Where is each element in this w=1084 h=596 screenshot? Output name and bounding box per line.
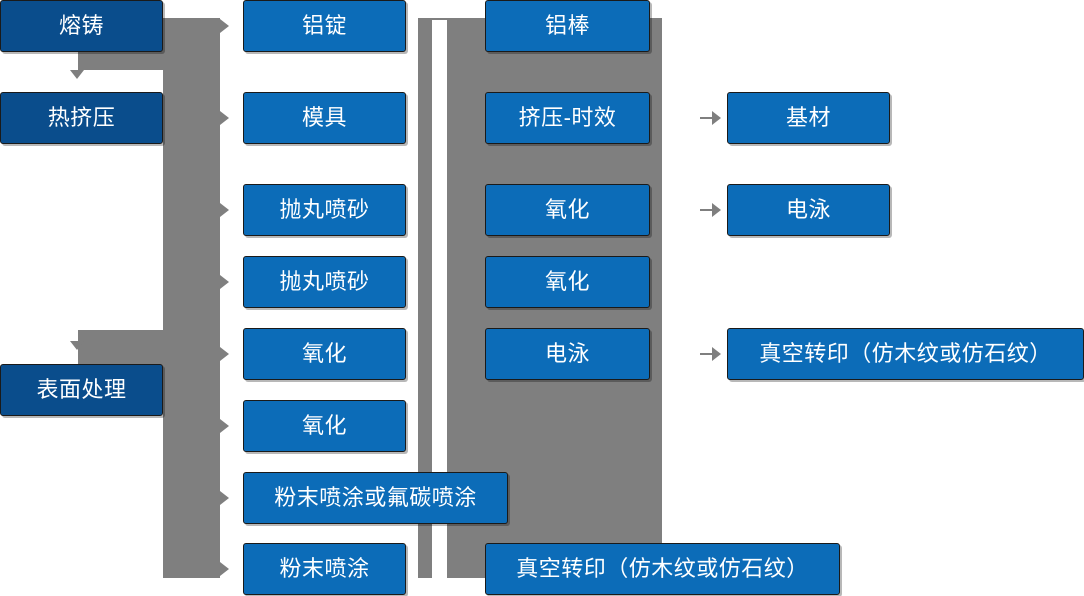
process-box-oxidation-c2-2[interactable]: 氧化	[243, 400, 406, 452]
output-box-base-material[interactable]: 基材	[727, 92, 890, 144]
arrow-right-icon-to-c2-5	[220, 347, 229, 361]
arrow-right-icon-to-c4-1	[712, 111, 721, 125]
arrow-right-icon-to-c2-7	[220, 491, 229, 505]
arrow-stem-to-c4-2	[700, 209, 714, 211]
arrow-stem-to-c4-3	[700, 353, 714, 355]
process-box-oxidation-c3-1[interactable]: 氧化	[485, 184, 650, 236]
stage-box-hot-extrusion[interactable]: 热挤压	[0, 92, 163, 144]
process-box-oxidation-c2-1[interactable]: 氧化	[243, 328, 406, 380]
process-box-shot-blasting-2[interactable]: 抛丸喷砂	[243, 256, 406, 308]
arrow-right-icon-to-c2-2	[220, 111, 229, 125]
arrow-right-icon-to-c4-2	[712, 203, 721, 217]
arrow-right-icon-to-c2-6	[220, 419, 229, 433]
arrow-right-icon-to-c2-4	[220, 275, 229, 289]
process-box-mould[interactable]: 模具	[243, 92, 406, 144]
arrow-down-icon-stage1-stage2	[70, 70, 84, 79]
arrow-stem-to-c4-1	[700, 117, 714, 119]
bracket-tie-1	[432, 18, 447, 21]
arrow-right-icon-to-c2-1	[220, 19, 229, 33]
process-box-vacuum-transfer-print-c3[interactable]: 真空转印（仿木纹或仿石纹）	[485, 543, 840, 595]
stage-box-melting-casting[interactable]: 熔铸	[0, 0, 163, 52]
arrow-right-icon-to-c4-3	[712, 347, 721, 361]
connector-stage-to-column2-body	[163, 18, 220, 578]
output-box-electrophoresis[interactable]: 电泳	[727, 184, 890, 236]
process-box-oxidation-c3-2[interactable]: 氧化	[485, 256, 650, 308]
connector-stage3-tie	[160, 389, 184, 391]
connector-bracket-channel	[432, 20, 447, 576]
arrow-right-icon-to-c2-3	[220, 203, 229, 217]
process-box-electrophoresis-c3[interactable]: 电泳	[485, 328, 650, 380]
connector-stage3-stub	[78, 330, 173, 368]
arrow-right-icon-to-c2-8	[220, 562, 229, 576]
output-box-vacuum-transfer-print[interactable]: 真空转印（仿木纹或仿石纹）	[727, 328, 1084, 380]
process-box-aluminum-bar[interactable]: 铝棒	[485, 0, 650, 52]
process-box-extrusion-aging[interactable]: 挤压-时效	[485, 92, 650, 144]
process-box-powder-or-fluorocarbon-coating[interactable]: 粉末喷涂或氟碳喷涂	[243, 472, 508, 524]
arrow-down-icon-stage2-stage3	[70, 341, 84, 350]
process-box-powder-coating[interactable]: 粉末喷涂	[243, 543, 406, 595]
process-box-aluminum-ingot[interactable]: 铝锭	[243, 0, 406, 52]
connector-column2-rail	[418, 18, 432, 578]
stage-box-surface-treatment[interactable]: 表面处理	[0, 364, 163, 416]
process-box-shot-blasting-1[interactable]: 抛丸喷砂	[243, 184, 406, 236]
